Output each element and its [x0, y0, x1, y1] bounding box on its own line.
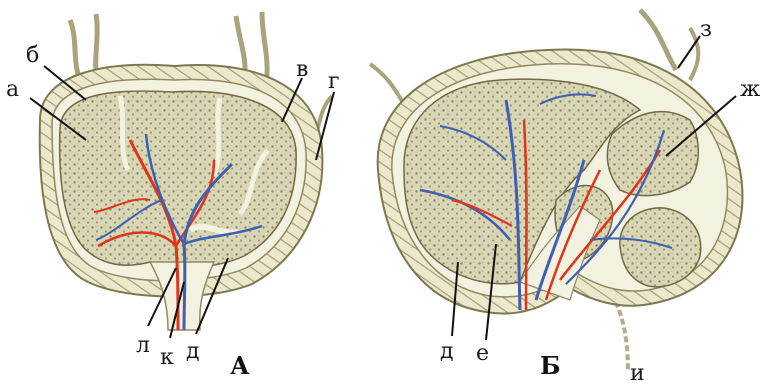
label-e: е [476, 341, 489, 366]
label-g: г [328, 69, 340, 94]
panel-caption-b: Б [540, 351, 561, 380]
afferent-vessel-b-top [640, 10, 676, 70]
afferent-vessel-top-left [70, 20, 80, 80]
label-d-a: д [186, 339, 200, 364]
label-i: и [630, 361, 645, 384]
label-b: б [26, 43, 39, 68]
panel-caption-a: А [230, 351, 250, 380]
label-a: а [6, 77, 19, 102]
panel-a: а б в г д к л А [6, 12, 340, 380]
afferent-vessel-b-top-2 [690, 28, 698, 80]
afferent-vessel-top-right-2 [262, 12, 267, 84]
label-zh: ж [740, 77, 760, 102]
label-v: в [296, 57, 308, 82]
label-d-b: д [440, 339, 454, 364]
label-k: к [160, 345, 174, 370]
label-z: з [700, 17, 712, 42]
panel-b: д е ж з и Б [370, 10, 760, 384]
lobe-lower-right-b [620, 208, 701, 287]
afferent-vessel-b-left [370, 64, 404, 104]
label-l: л [136, 333, 150, 358]
